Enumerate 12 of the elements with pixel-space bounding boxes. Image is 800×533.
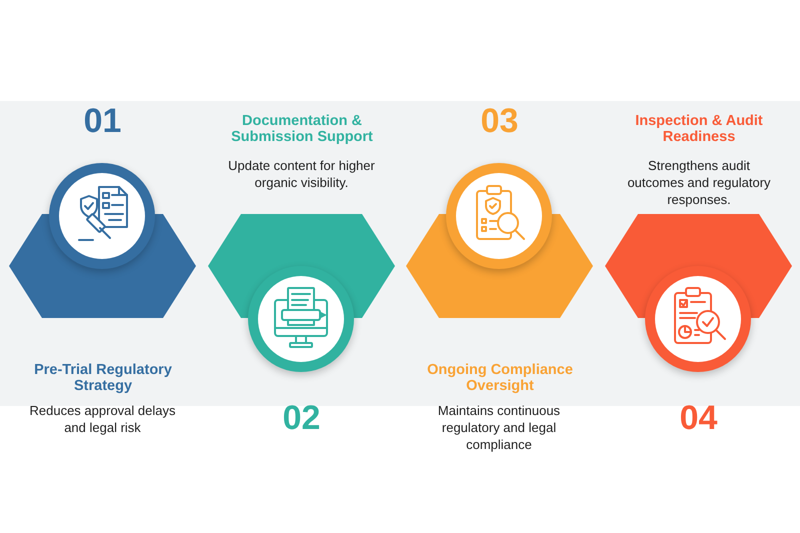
step-number: 01 [82, 103, 122, 139]
step-number: 02 [282, 400, 322, 436]
step-heading: Inspection & Audit Readiness [634, 113, 764, 145]
step-description: Reduces approval delays and legal risk [28, 402, 176, 436]
step-description: Strengthens audit outcomes and regulatory responses. [626, 157, 772, 208]
step-number: 03 [480, 103, 520, 139]
step-heading: Ongoing Compliance Oversight [426, 362, 574, 394]
step-heading: Pre-Trial Regulatory Strategy [33, 362, 173, 394]
step-heading: Documentation & Submission Support [230, 113, 374, 145]
step-number: 04 [678, 400, 718, 436]
step-description: Maintains continuous regulatory and legal compliance [436, 402, 562, 453]
step-description: Update content for higher organic visibility. [227, 157, 376, 191]
